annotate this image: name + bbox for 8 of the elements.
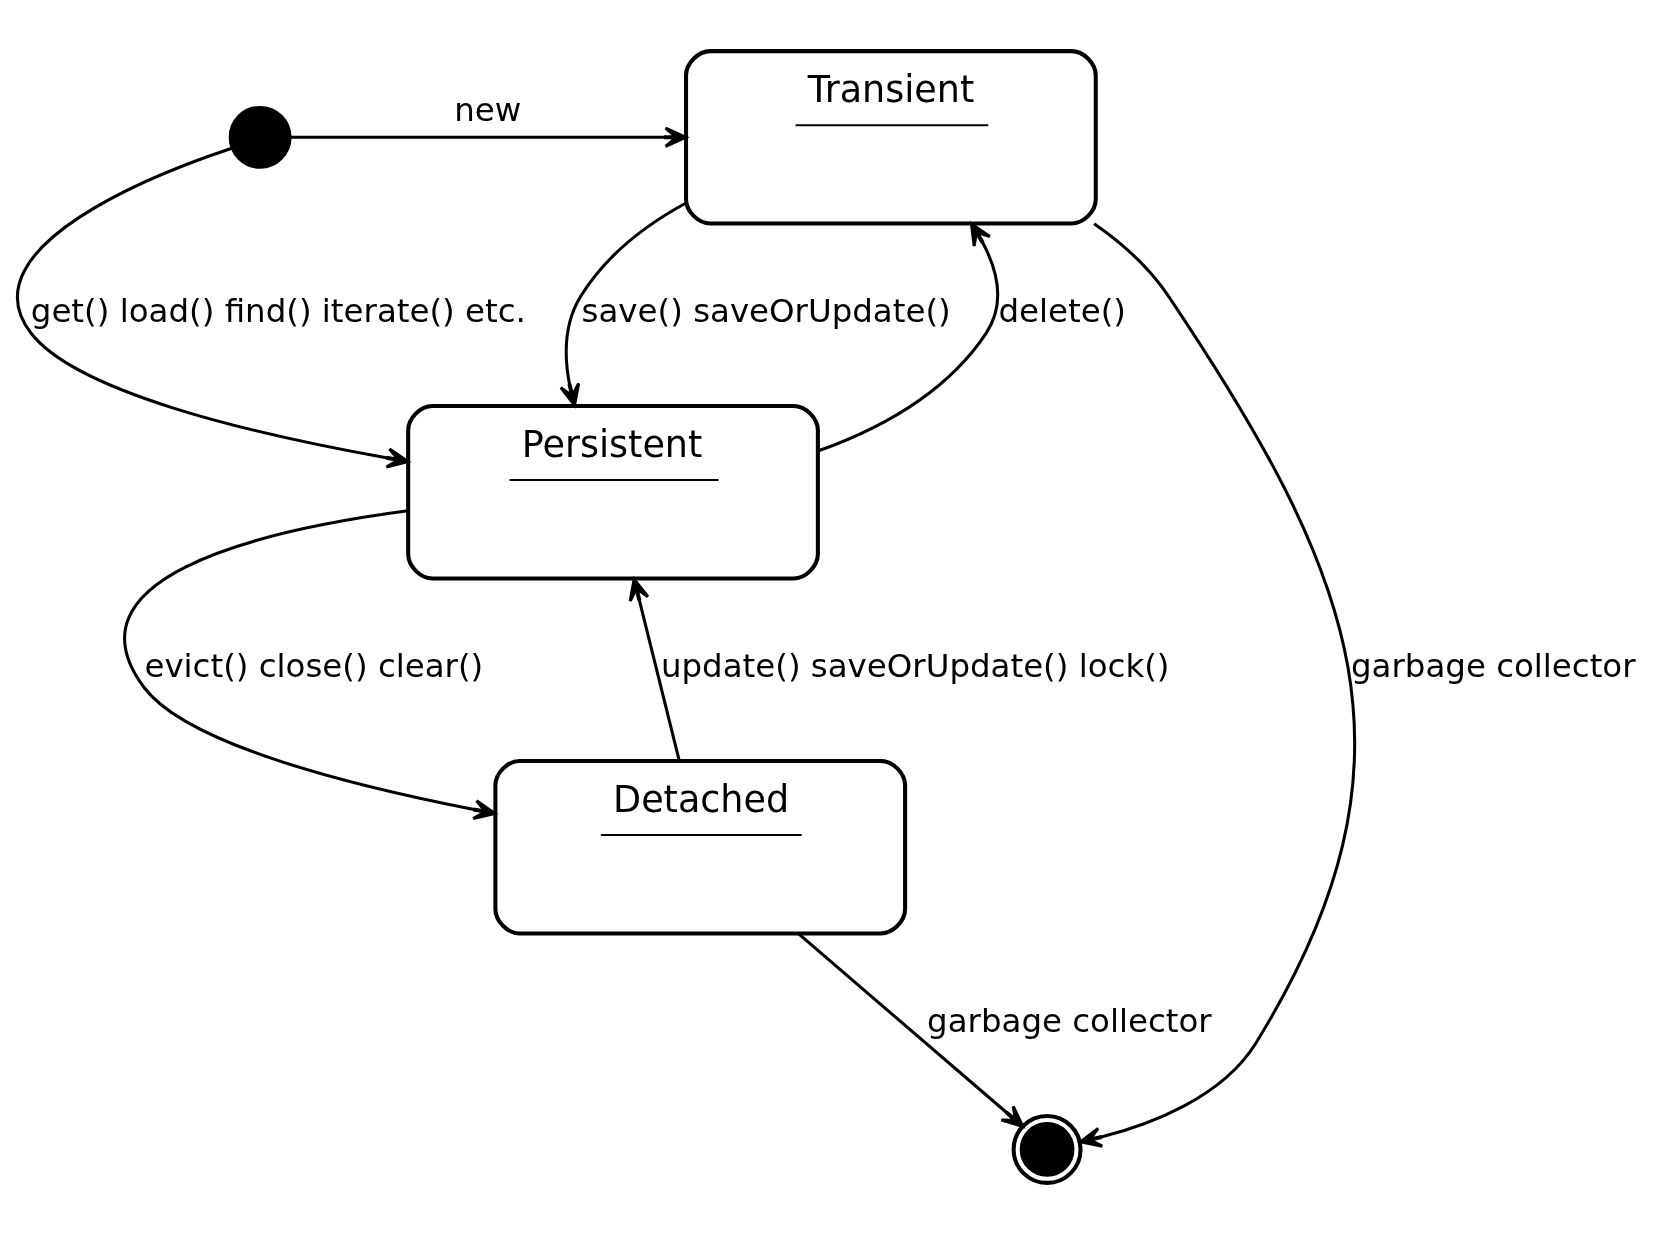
edge-label: garbage collector: [1351, 647, 1636, 686]
edge-label: garbage collector: [927, 1002, 1212, 1041]
edge-label: get() load() find() iterate() etc.: [30, 292, 526, 331]
edge-label: evict() close() clear(): [144, 647, 484, 686]
edge-label: new: [454, 90, 522, 129]
edge-label: delete(): [998, 292, 1127, 331]
edge-label: save() saveOrUpdate(): [581, 292, 951, 331]
edge-label: update() saveOrUpdate() lock(): [660, 647, 1170, 686]
